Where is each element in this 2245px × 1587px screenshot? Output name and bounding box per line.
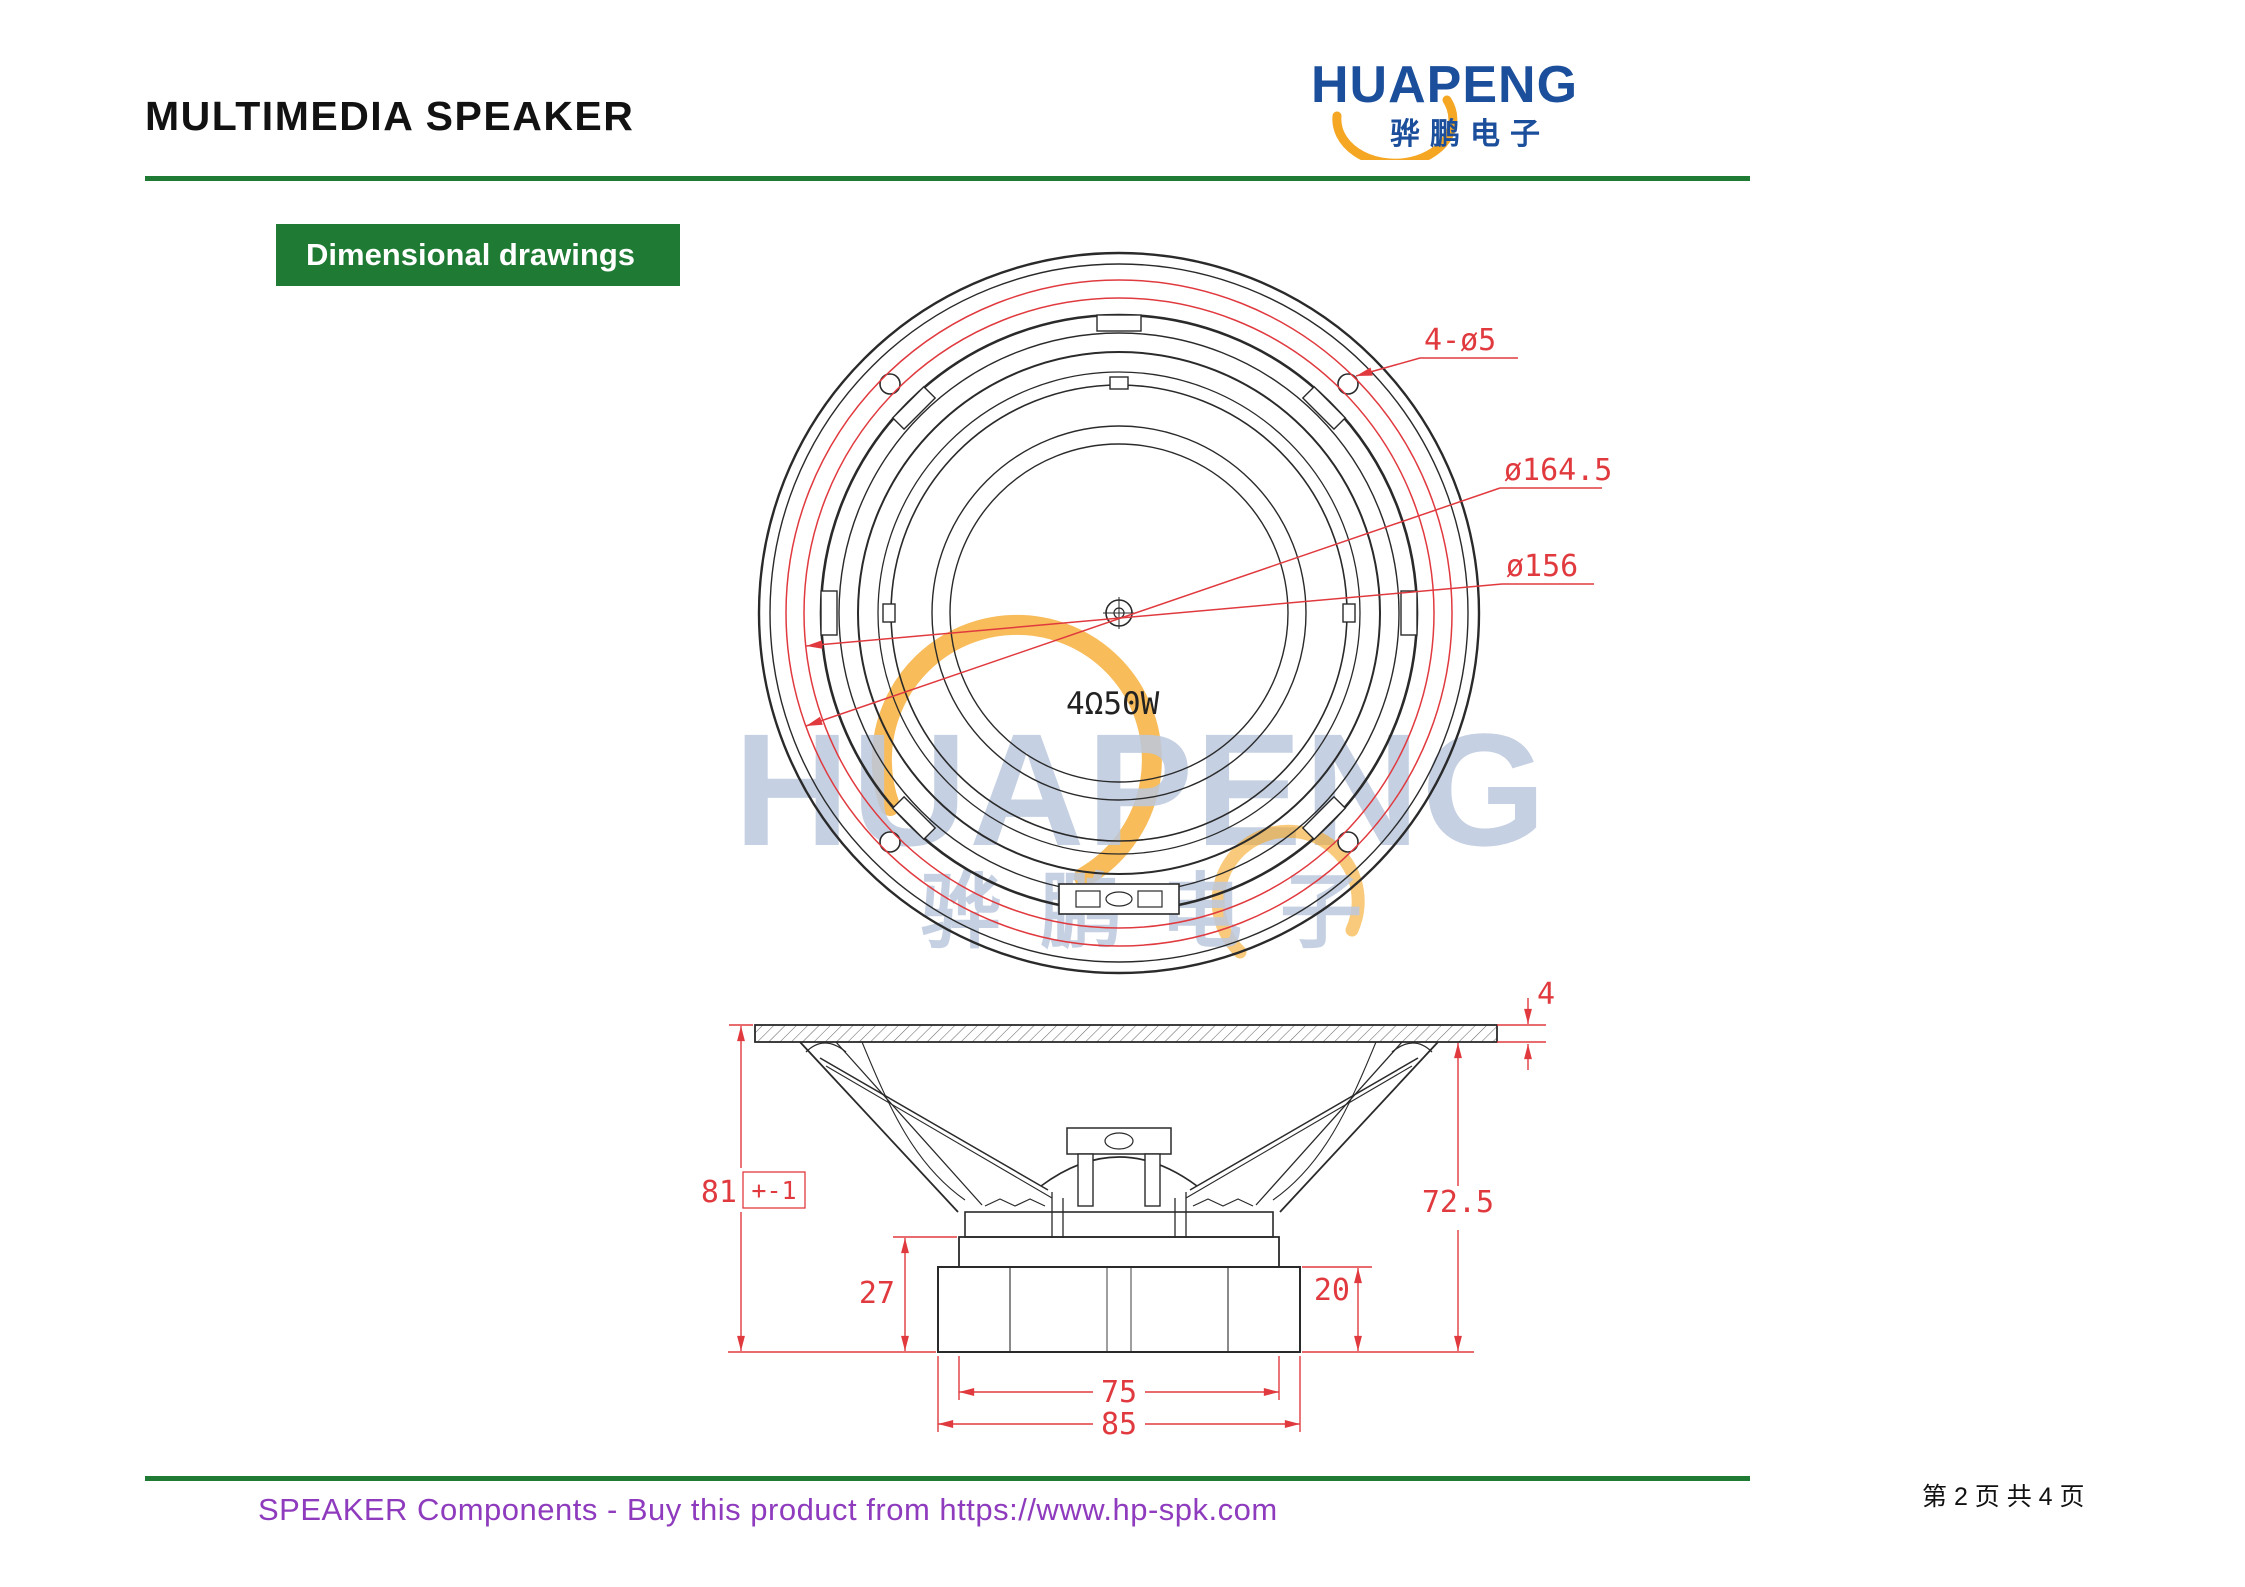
side-view: 4 81 +-1 72.5 27 20 75 85	[701, 977, 1555, 1442]
logo-swoosh-icon	[1332, 95, 1458, 160]
dim-total-height: 81	[701, 1175, 737, 1210]
gasket-clips	[820, 314, 1418, 841]
watermark-swoosh-icon	[871, 614, 1162, 887]
brand-logo: HUAPENG 骅鹏电子	[1311, 56, 1578, 160]
dim-flange-thickness: 4	[1537, 977, 1555, 1012]
watermark-text: HUAPENG	[734, 700, 1548, 879]
center-cross	[1103, 597, 1135, 629]
section-badge-label: Dimensional drawings	[306, 237, 636, 272]
dim-diameter-outer: ø164.5	[1504, 453, 1612, 488]
section-badge: Dimensional drawings	[276, 224, 680, 286]
terminal-block	[1058, 883, 1180, 915]
top-plate	[958, 1236, 1280, 1268]
spec-label: 4Ω50W	[1066, 686, 1160, 722]
side-view-dimensions	[728, 998, 1546, 1432]
basket-half	[799, 1041, 1064, 1238]
dust-cap	[1040, 1156, 1198, 1187]
neck	[964, 1211, 1274, 1238]
footer-rule	[145, 1476, 1750, 1481]
dim-width-outer: 85	[1101, 1407, 1137, 1442]
top-view-dimensions	[785, 279, 1602, 947]
dim-magnet-stack-height: 27	[859, 1276, 895, 1311]
mounting-holes	[879, 373, 1359, 853]
page-indicator: 第 2 页 共 4 页	[1922, 1483, 2085, 1511]
magnet	[937, 1266, 1301, 1353]
header-rule	[145, 176, 1750, 181]
dim-height-tolerance: +-1	[751, 1176, 796, 1205]
logo-subtext: 骅鹏电子	[1390, 117, 1550, 151]
dim-magnet-ring-height: 20	[1314, 1273, 1350, 1308]
top-view: 4-ø5 ø164.5 ø156 4Ω50W	[757, 251, 1612, 975]
dim-diameter-inner: ø156	[1506, 549, 1578, 584]
dim-mounting-holes: 4-ø5	[1424, 323, 1496, 358]
side-view-body	[754, 1024, 1498, 1353]
flange	[754, 1024, 1498, 1043]
page-title: MULTIMEDIA SPEAKER	[145, 93, 635, 139]
dim-depth: 72.5	[1422, 1185, 1494, 1220]
lead-bracket	[1066, 1127, 1172, 1207]
watermark: HUAPENG 骅鹏电子	[734, 614, 1548, 959]
footer-link[interactable]: SPEAKER Components - Buy this product fr…	[258, 1492, 1278, 1527]
dim-width-inner: 75	[1101, 1375, 1137, 1410]
logo-name: HUAPENG	[1311, 56, 1578, 114]
